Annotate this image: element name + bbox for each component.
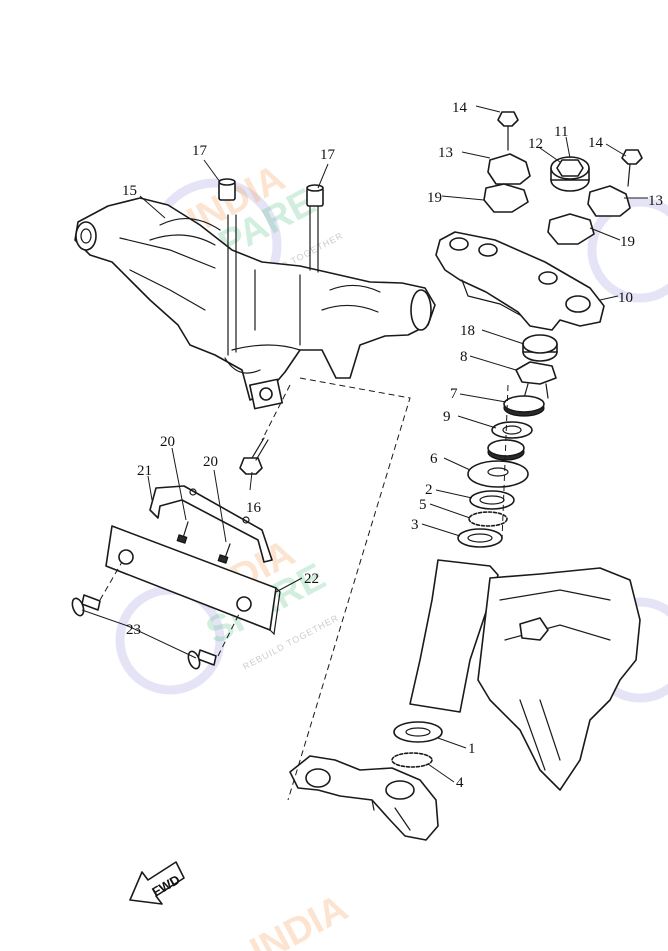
bolt-23-right-line — [217, 611, 241, 657]
callout-9: 9 — [443, 409, 451, 425]
damper-17-left — [218, 178, 236, 201]
damper-17-right — [306, 184, 324, 207]
frame-head-pipe — [409, 559, 641, 791]
callout-5: 5 — [419, 497, 427, 513]
clamp-13-right — [547, 185, 631, 245]
callout-4: 4 — [456, 775, 464, 791]
callout-6: 6 — [430, 451, 438, 467]
ring-nut-7 — [503, 395, 545, 417]
callout-16: 16 — [246, 500, 262, 516]
bolt-14-left — [497, 111, 519, 151]
under-bracket — [289, 755, 439, 841]
steering-shaft-line — [287, 377, 411, 801]
callout-17: 17 — [192, 143, 208, 159]
bolt-23-left-line — [99, 561, 123, 601]
cover-6 — [467, 460, 529, 488]
clamp-13-left — [483, 153, 531, 213]
callout-labels: 14 13 19 12 11 14 13 19 10 18 8 7 9 6 2 … — [122, 100, 663, 791]
callout-13: 13 — [438, 145, 453, 161]
callout-1: 1 — [468, 741, 476, 757]
callout-10: 10 — [618, 290, 633, 306]
watermark-line1: INDIA — [244, 887, 355, 951]
plate-22 — [105, 525, 281, 636]
callout-15: 15 — [122, 183, 137, 199]
callout-12: 12 — [528, 136, 543, 152]
bearing-race-3 — [457, 528, 503, 548]
bolt-14-right — [621, 149, 643, 187]
callout-19: 19 — [427, 190, 442, 206]
ring-nut-7b — [487, 439, 525, 461]
callout-18: 18 — [460, 323, 475, 339]
ball-bearing-5 — [468, 511, 508, 527]
fwd-direction-badge: FWD — [129, 861, 185, 905]
washer-18 — [522, 334, 558, 362]
callout-2: 2 — [425, 482, 433, 498]
screw-20-right — [217, 543, 231, 564]
bolt-23-left — [71, 594, 101, 617]
bracket-21 — [149, 485, 273, 563]
lock-washer-8 — [515, 361, 557, 399]
bolt-16 — [239, 437, 269, 475]
callout-14: 14 — [452, 100, 468, 116]
callout-11: 11 — [554, 124, 568, 140]
screw-20-left — [176, 521, 189, 544]
callout-7: 7 — [450, 386, 458, 402]
callout-20: 20 — [160, 434, 175, 450]
callout-22: 22 — [304, 571, 319, 587]
arrow-forward-icon — [129, 861, 185, 905]
upper-bracket-10 — [435, 231, 605, 331]
callout-13: 13 — [648, 193, 663, 209]
callout-3: 3 — [411, 517, 419, 533]
bearing-race-1 — [393, 721, 443, 743]
bearing-race-2 — [469, 490, 515, 510]
callout-14: 14 — [588, 135, 604, 151]
callout-17: 17 — [320, 147, 336, 163]
cap-nut-11 — [550, 156, 590, 192]
rubber-washer-9 — [491, 421, 533, 439]
stem-line — [501, 384, 509, 541]
callout-20: 20 — [203, 454, 218, 470]
callout-23: 23 — [126, 622, 141, 638]
callout-21: 21 — [137, 463, 152, 479]
watermark-bottom: INDIA — [244, 887, 355, 951]
leader-lines — [81, 105, 648, 783]
handlebar-holder-assembly — [74, 197, 436, 410]
callout-19: 19 — [620, 234, 635, 250]
bolt-16-line — [261, 384, 291, 441]
callout-8: 8 — [460, 349, 468, 365]
ball-bearing-4 — [391, 752, 433, 768]
